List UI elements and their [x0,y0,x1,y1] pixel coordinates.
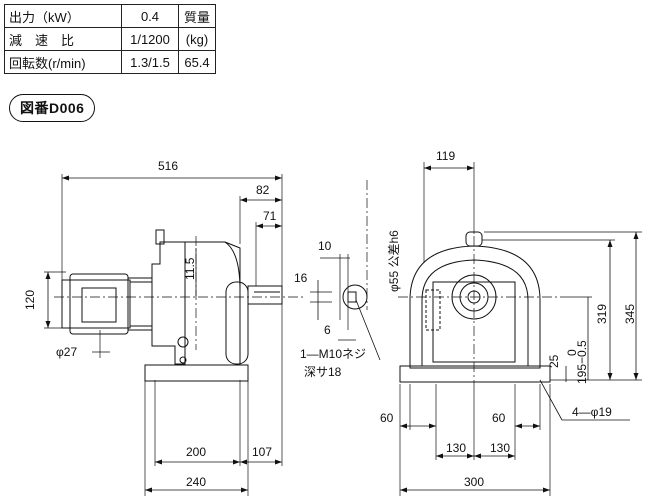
motor-body [61,279,131,329]
dim-130-left: 130 [446,441,466,455]
base-plate-front [399,365,551,383]
speed-label: 回転数(r/min) [4,50,122,74]
dim-119: 119 [436,149,455,163]
dim-6: 6 [324,323,331,337]
tap-depth: 深サ18 [304,365,342,379]
spec-table: 出力（kW） 0.4 質量 減 速 比 1/1200 (kg) 回転数(r/mi… [4,4,216,74]
motor-label-plate [81,287,117,323]
dim-195: 195−0.5 [575,340,589,384]
dim-25: 25 [547,354,561,368]
output-label: 出力（kW） [4,4,122,28]
mass-unit: (kg) [178,27,216,51]
ratio-label: 減 速 比 [4,27,122,51]
dim-200: 200 [186,445,206,459]
motor-housing [69,273,129,335]
dim-tol-0: 0 [565,349,579,356]
dim-82: 82 [256,183,270,197]
dim-107: 107 [252,445,272,459]
front-housing [409,245,541,369]
dim-300: 300 [464,475,484,489]
output-value: 0.4 [121,4,179,28]
dim-71: 71 [263,209,277,223]
dim-120: 120 [23,290,37,310]
dim-shaft-dia: φ55 公差h6 [387,230,401,292]
shaft-end-detail [342,284,368,310]
dim-130-right: 130 [490,441,510,455]
tap-spec: 1—M10ネジ [300,347,366,361]
dim-60-left: 60 [380,411,394,425]
dim-10: 10 [318,239,332,253]
dim-240: 240 [186,475,206,489]
dim-phi27: φ27 [56,345,77,359]
dim-holes: 4—φ19 [572,405,612,419]
speed-value: 1.3/1.5 [121,50,179,74]
dim-516: 516 [158,159,178,173]
dim-345: 345 [623,304,637,324]
dim-11-5: 11.5 [183,257,197,280]
mass-value: 65.4 [178,50,216,74]
dim-60-right: 60 [492,411,506,425]
dim-16: 16 [294,271,308,285]
output-shaft-side [247,285,283,305]
drawing-number-badge: 図番D006 [9,94,96,122]
base-plate-side [144,364,249,382]
dim-319: 319 [595,304,609,324]
